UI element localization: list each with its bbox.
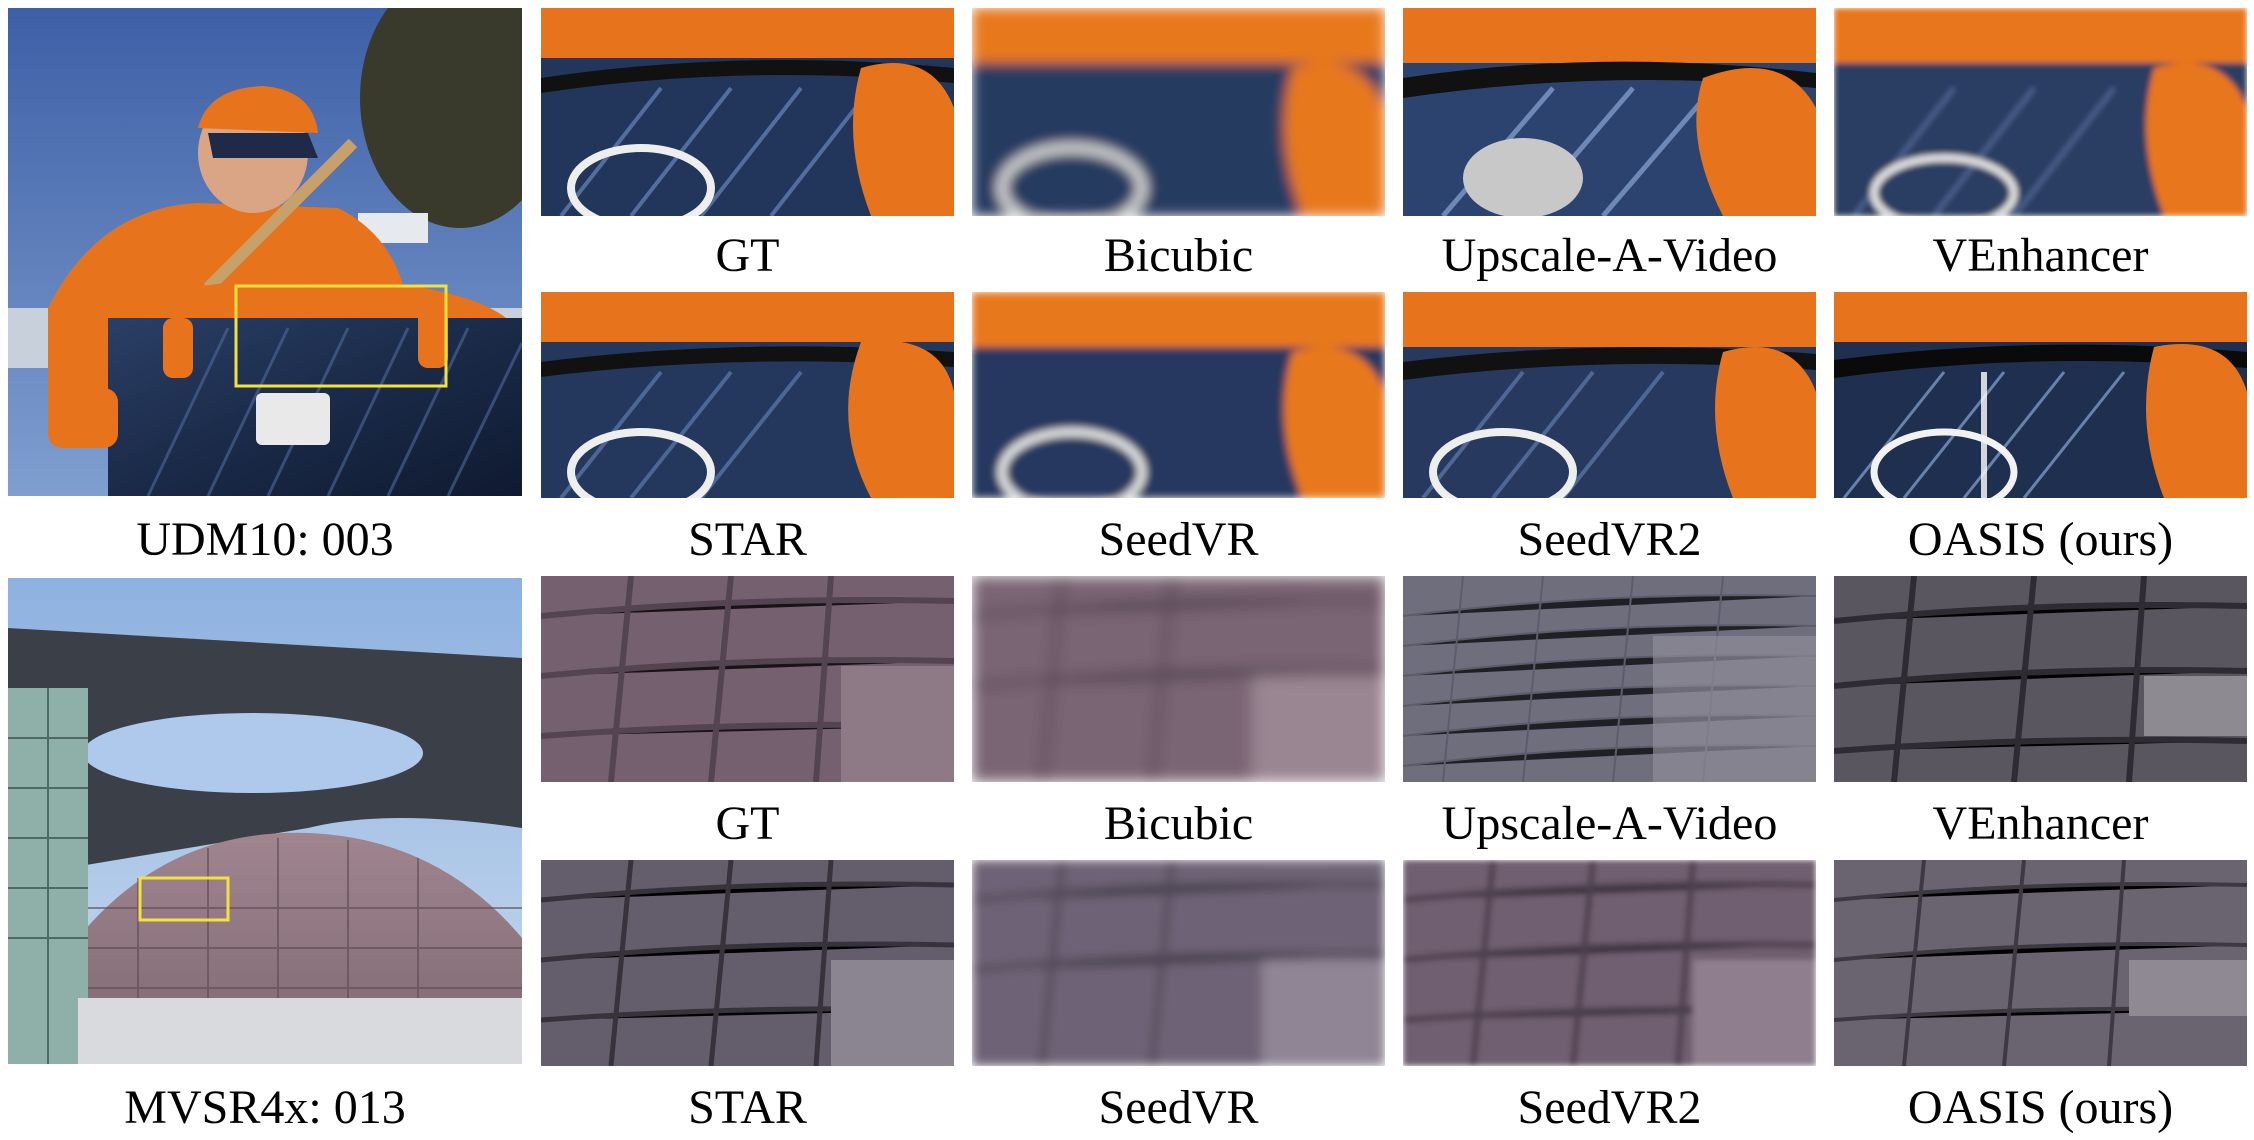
overview-image-udm10	[8, 8, 522, 496]
crop-seedvr2	[1403, 860, 1816, 1066]
method-label-gt: GT	[715, 797, 780, 850]
crop-oasis-ours	[1834, 860, 2247, 1066]
method-label-seedvr: SeedVR	[1098, 513, 1259, 566]
method-label-gt: GT	[715, 229, 780, 282]
crop-upscale-a-video	[1403, 8, 1816, 216]
method-label-upscale-a-video: Upscale-A-Video	[1441, 797, 1778, 850]
crop-bicubic	[972, 8, 1385, 216]
method-label-oasis-ours: OASIS (ours)	[1907, 1081, 2174, 1134]
crop-gt	[541, 576, 954, 782]
crop-star	[541, 292, 954, 498]
crop-venhancer	[1834, 576, 2247, 782]
crop-seedvr	[972, 292, 1385, 498]
overview-image-mvsr4x	[8, 578, 522, 1064]
crop-venhancer	[1834, 8, 2247, 216]
crop-oasis-ours	[1834, 292, 2247, 498]
method-label-bicubic: Bicubic	[1103, 229, 1254, 282]
crop-bicubic	[972, 576, 1385, 782]
method-label-seedvr: SeedVR	[1098, 1081, 1259, 1134]
method-label-upscale-a-video: Upscale-A-Video	[1441, 229, 1778, 282]
method-label-venhancer: VEnhancer	[1932, 797, 2149, 850]
crop-star	[541, 860, 954, 1066]
method-label-bicubic: Bicubic	[1103, 797, 1254, 850]
method-label-oasis-ours: OASIS (ours)	[1907, 513, 2174, 566]
crop-gt	[541, 8, 954, 216]
crop-seedvr2	[1403, 292, 1816, 498]
crop-seedvr	[972, 860, 1385, 1066]
dataset-label: UDM10: 003	[136, 513, 394, 566]
method-label-seedvr2: SeedVR2	[1517, 513, 1702, 566]
method-label-seedvr2: SeedVR2	[1517, 1081, 1702, 1134]
dataset-label: MVSR4x: 013	[124, 1081, 406, 1134]
method-label-star: STAR	[688, 513, 807, 566]
method-label-venhancer: VEnhancer	[1932, 229, 2149, 282]
method-label-star: STAR	[688, 1081, 807, 1134]
crop-upscale-a-video	[1403, 576, 1816, 782]
